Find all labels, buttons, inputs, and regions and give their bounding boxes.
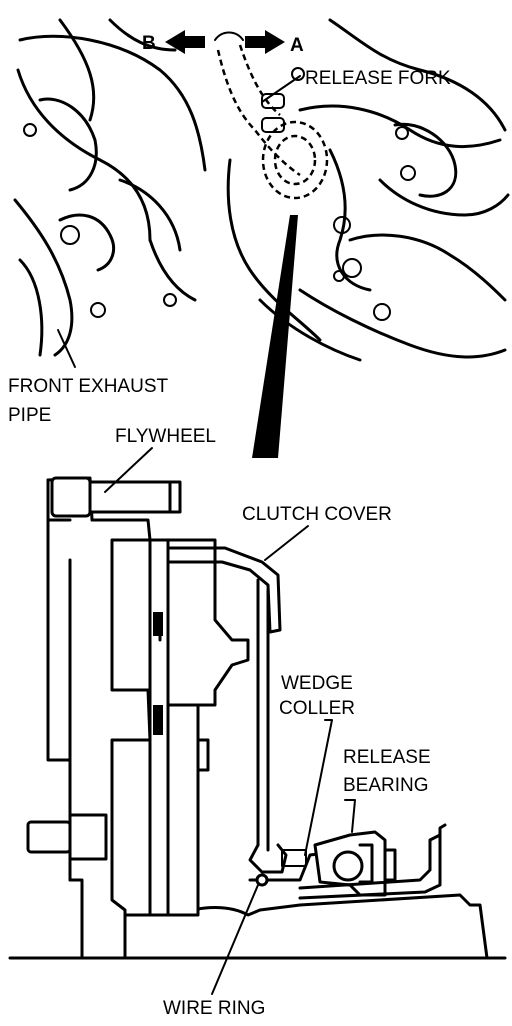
flywheel-label: FLYWHEEL — [115, 426, 216, 447]
direction-a-label: A — [290, 35, 304, 56]
release-bearing-label-line2: BEARING — [343, 775, 429, 796]
engine-top-view — [13, 18, 510, 362]
direction-b-label: B — [142, 33, 156, 54]
leader-lines — [57, 75, 356, 995]
front-exhaust-pipe-label-line2: PIPE — [8, 405, 51, 426]
wedge-coller-label-line2: COLLER — [279, 698, 355, 719]
front-exhaust-pipe-label-line1: FRONT EXHAUST — [8, 376, 169, 397]
arrow-b-icon — [165, 30, 205, 54]
flywheel-bolt — [50, 476, 92, 518]
mounting-bolt — [26, 820, 72, 854]
wire-ring-label: WIRE RING — [163, 998, 265, 1019]
movement-arrows — [165, 30, 285, 54]
wedge-coller-label-line1: WEDGE — [281, 673, 353, 694]
detail-callout-wedge — [252, 215, 298, 458]
labels: B A RELEASE FORK FRONT EXHAUST PIPE FLYW… — [8, 33, 451, 1019]
release-bearing-label-line1: RELEASE — [343, 747, 431, 768]
arrow-a-icon — [245, 30, 285, 54]
release-fork-label: RELEASE FORK — [305, 68, 451, 89]
clutch-cover-label: CLUTCH COVER — [242, 504, 392, 525]
clutch-cross-section — [8, 476, 507, 960]
wire-ring — [255, 873, 269, 887]
release-bearing-ball — [332, 850, 364, 882]
